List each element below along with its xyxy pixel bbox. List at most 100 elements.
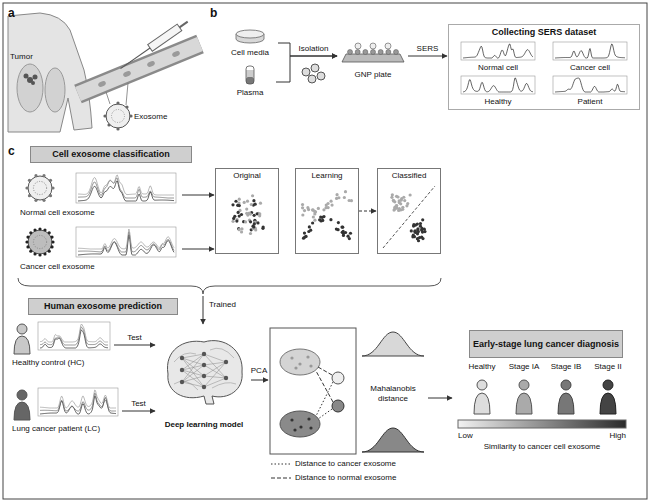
scale-label: Low [458,431,473,441]
tube-cells [246,77,254,84]
gold-nanoparticle [355,50,360,55]
edge-label: Test [130,399,147,409]
exosome-icon [317,72,325,80]
brain-fold [212,383,236,388]
node-text: Classified [392,171,427,181]
network-link [182,376,204,382]
data-point [414,229,417,232]
data-point [238,209,241,212]
data-point [421,237,424,240]
network-link [204,365,226,378]
exosome-protein [51,240,54,243]
exosome-protein [129,114,132,117]
network-link [204,376,226,378]
figure-label: PCA [251,366,267,376]
data-point [416,223,419,226]
exosome-core [33,235,46,248]
trained-arrow [203,296,204,324]
data-point [329,200,332,203]
data-point [299,425,302,428]
spectrum-frame [38,388,118,416]
person-body [14,402,30,420]
network-link [182,365,204,370]
data-point [301,213,304,216]
person-icon [14,390,30,420]
data-point [314,210,317,213]
legend-row: Distance to normal exosome [270,473,396,483]
legend-sample [270,474,292,482]
exosome-protein [42,199,45,202]
diagnosis-header: Early-stage lung cancer diagnosis [469,330,623,358]
legend-line [271,477,291,478]
gold-nanoparticle [371,50,376,55]
data-point [248,212,251,215]
data-point [412,223,415,226]
data-point [398,207,401,210]
data-point [238,214,241,217]
human-torso [8,13,92,132]
exosome-protein [116,127,119,130]
node-graphic [216,169,280,255]
data-point [409,193,412,196]
network-link [182,370,204,387]
similarity-bar [458,420,626,428]
blood-vessel [78,44,200,94]
scatter-icon [301,190,353,240]
data-point [254,220,257,223]
brain-fold [174,381,198,390]
data-point [326,202,329,205]
dish-top [236,30,264,38]
data-point [294,366,297,369]
node-text: Plasma [237,88,264,98]
gold-nanoparticle [363,50,368,55]
spectrum-line [40,327,108,345]
exosome-protein [29,250,32,253]
data-point [412,224,415,227]
data-point [411,235,414,238]
spectrum-plot: Normal cell [455,41,541,75]
gold-nanoparticle [348,50,353,55]
data-point [418,236,421,239]
exosome-icon [370,43,376,49]
data-point [251,225,254,228]
network-node [180,368,184,372]
node-text: Collecting SERS dataset [492,27,597,38]
brain-fold [174,353,196,362]
scatter-icon [383,186,435,248]
network-link [182,365,204,382]
data-point [413,235,416,238]
connector-arrow [276,56,337,82]
magnify-line [106,92,110,104]
exo-icon [25,227,54,256]
data-point [252,225,255,228]
stage-label: Stage II [594,362,622,372]
data-point [232,217,235,220]
exosome-protein [29,231,32,234]
exosome-protein [26,235,29,238]
exosome-protein [43,252,46,255]
node-text: Patient [578,97,603,107]
data-point [253,219,256,222]
network-node [180,380,184,384]
legend-row: Distance to cancer exosome [270,459,396,469]
exosome-protein [33,228,36,231]
data-point [257,212,260,215]
network-link [204,378,226,387]
exosome-icon [302,68,310,76]
person-body [14,336,30,354]
person-icon [516,380,532,414]
exosome-protein [26,245,29,248]
spectrum-line [40,396,116,414]
data-point [308,225,311,228]
exosome-icon [311,64,319,72]
data-point [321,216,324,219]
panel-letter: a [8,6,15,20]
data-point [330,203,333,206]
network-link [182,358,204,365]
node-text: Learning [311,171,342,181]
section-header: Cell exosome classification [30,146,192,163]
data-point [313,219,316,222]
data-point [251,194,254,197]
data-point [312,215,315,218]
